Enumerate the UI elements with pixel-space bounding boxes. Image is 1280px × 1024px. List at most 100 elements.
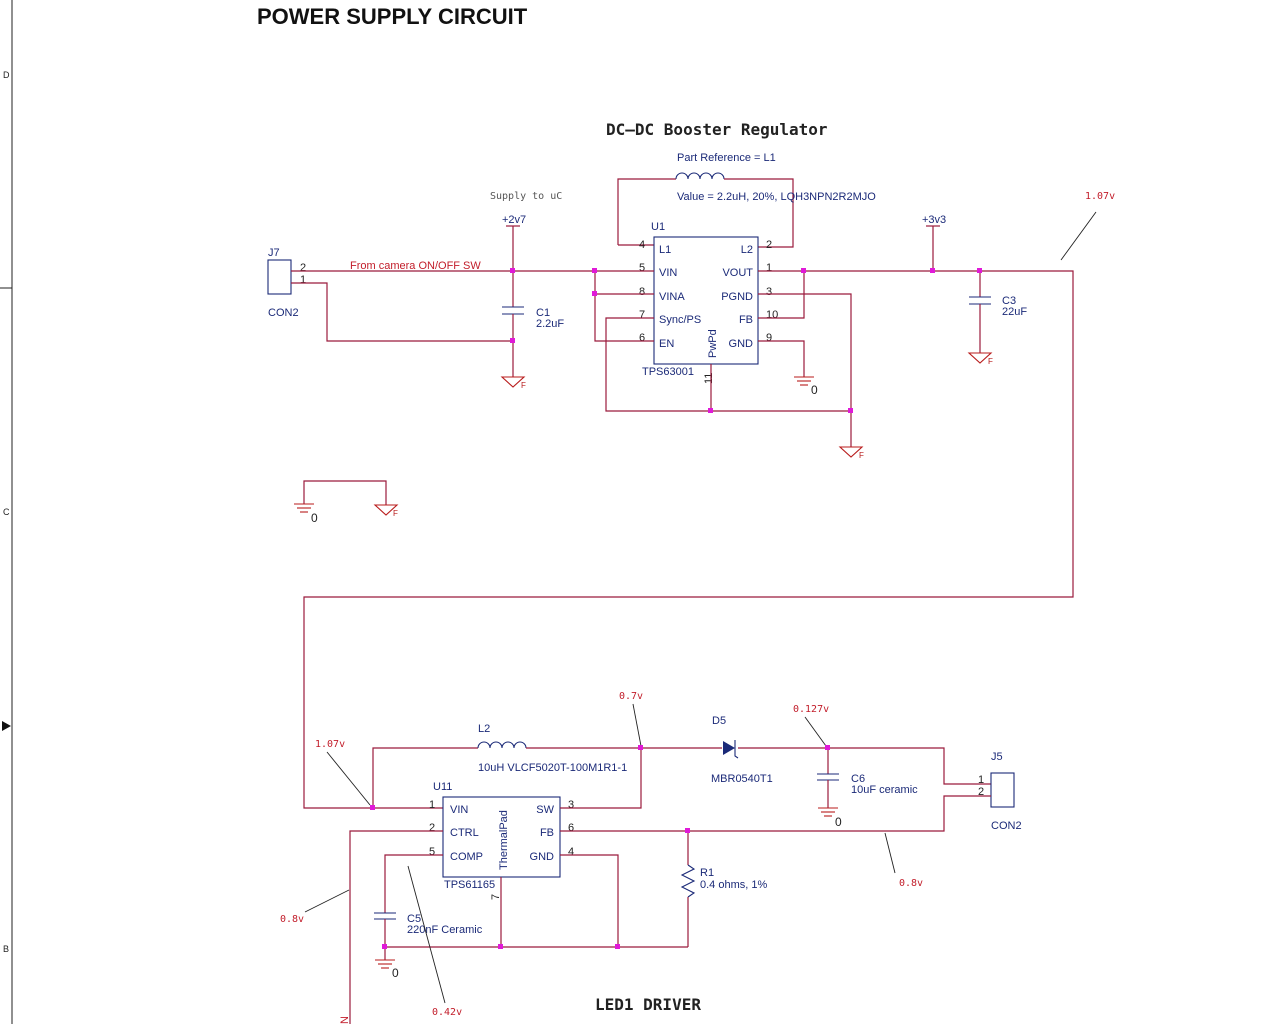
u1-pin-num: 5 [639,262,645,274]
u1-pin-name: VINA [659,291,685,303]
u1-pin-name: EN [659,338,674,350]
u1-pin-num: 2 [766,239,772,251]
wire-comp [384,854,443,913]
resistor-r1-icon [680,864,696,898]
u1-pin-num: 1 [766,262,772,274]
j5-ref: J5 [991,751,1003,763]
u11-pin-num: 2 [429,822,435,834]
wire-ctrl [349,830,443,1024]
junction-dot [848,408,853,413]
j7-pin-num: 2 [300,262,306,274]
u1-pin-name: GND [729,338,754,350]
ground-label: 0 [811,383,818,397]
wire-l1-left [617,178,676,245]
junction-dot [825,745,830,750]
c6-ref: C6 [851,773,865,785]
ground-label: F [521,381,526,390]
u1-ref: U1 [651,221,665,233]
net-tag: N [339,1016,351,1024]
supply-note: Supply to uC [490,191,562,202]
wire-pgnd [758,293,852,447]
wire-l2-left [372,747,478,808]
junction-dot [685,828,690,833]
wire-vout-rail [303,270,1074,809]
connector-j7-body [267,259,292,295]
junction-dot [510,268,515,273]
probe-sw: 0.7v [619,691,643,702]
booster-regulator-section: DC–DC Booster Regulator Part Reference =… [267,120,1115,809]
j7-pin-num: 1 [300,274,306,286]
wire-ground-tie [303,480,387,505]
u11-pin-name: CTRL [450,827,479,839]
probe-leader [804,716,827,747]
u1-pin-name: L2 [741,244,753,256]
u1-pad-label: PwPd [707,329,719,358]
probe-leader [326,751,371,806]
wire-u11-gnd [560,854,619,947]
junction-dot [615,944,620,949]
probe-leader [884,832,896,874]
junction-dot [592,268,597,273]
zone-b: B [3,944,9,954]
ic-u11-body [442,796,561,878]
probe-leader [304,889,350,913]
u11-pin-num: 5 [429,846,435,858]
c5-value: 220nF Ceramic [407,924,483,936]
probe-leader [632,703,642,747]
probe-leader [407,865,446,1004]
u11-pin-name: COMP [450,851,483,863]
u1-pin-name: L1 [659,244,671,256]
frame-ground-icon [373,504,399,516]
wire-led-return [560,795,991,832]
u1-pin-name: Sync/PS [659,314,701,326]
u1-pad-pin: 11 [703,373,715,384]
wire-vout-led [738,747,991,785]
junction-dot [510,338,515,343]
j7-part: CON2 [268,307,299,319]
u11-pin-num: 6 [568,822,574,834]
u11-pin-num: 1 [429,799,435,811]
frame-ground-icon [500,376,526,388]
wire-j7-return [291,282,513,342]
c3-ref: C3 [1002,295,1016,307]
r1-value: 0.4 ohms, 1% [700,879,767,891]
ground-label: F [859,451,864,460]
r1-ref: R1 [700,867,714,879]
probe-fb: 0.8v [899,878,923,889]
junction-dot [801,268,806,273]
junction-dot [930,268,935,273]
l2-ref: L2 [478,723,490,735]
probe-vin: 1.07v [315,739,345,750]
j5-pin-num: 1 [978,774,984,786]
c5-ref: C5 [407,913,421,925]
junction-dot [708,408,713,413]
junction-dot [370,805,375,810]
led-driver-section: U11 TPS61165 ThermalPad 7 VIN CTRL COMP … [280,691,1022,1024]
zone-d: D [3,70,10,80]
probe-ctrl: 0.8v [280,914,304,925]
u11-pin-name: SW [536,804,554,816]
junction-dot [638,745,643,750]
regulator-heading: DC–DC Booster Regulator [606,120,828,139]
u1-pin-name: PGND [721,291,753,303]
ground-label: 0 [392,966,399,980]
probe-comp: 0.42v [432,1007,462,1018]
ground-label: 0 [835,815,842,829]
u1-pin-num: 3 [766,286,772,298]
u11-pin-name: FB [540,827,554,839]
ground-label: F [393,509,398,518]
probe-vout: 1.07v [1085,191,1115,202]
wire-en [594,271,654,342]
frame-ground-icon [967,352,993,364]
l2-value: 10uH VLCF5020T-100M1R1-1 [478,762,627,774]
u11-pad-label: ThermalPad [498,810,510,870]
sheet-border: D C B [0,0,13,1024]
u11-pin-num: 3 [568,799,574,811]
junction-dot [592,291,597,296]
u11-ref: U11 [433,781,452,793]
probe-leader [1060,211,1097,261]
u11-pin-name: VIN [450,804,468,816]
c1-value: 2.2uF [536,318,564,330]
inductor-l2-icon [477,741,527,749]
